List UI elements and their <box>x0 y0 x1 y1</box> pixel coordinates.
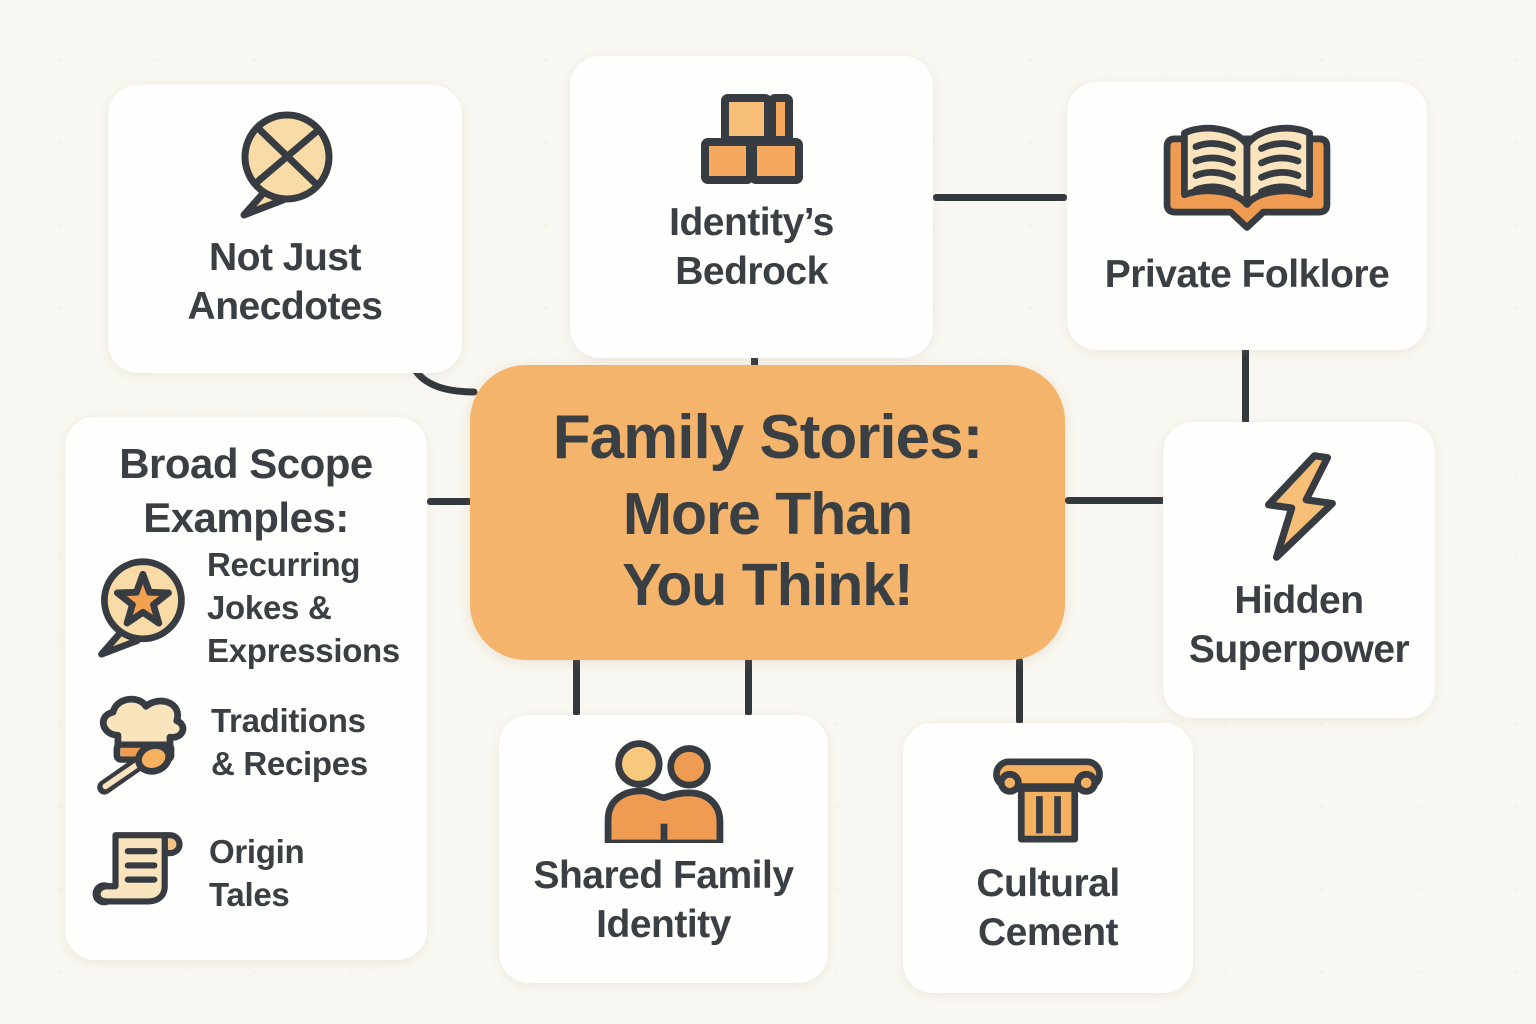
connector-folklore-superpower <box>1242 320 1249 424</box>
two-people-icon <box>604 740 723 843</box>
connector-bedrock-folklore <box>933 194 1067 201</box>
node-shared-family-identity: Shared Family Identity <box>499 715 828 983</box>
connector-center-superpower <box>1065 497 1165 504</box>
crossed-speech-bubble-icon <box>240 111 333 219</box>
pillar-icon <box>993 758 1103 843</box>
connector-center-shared-left <box>573 658 580 716</box>
node-label: Not Just Anecdotes <box>187 236 383 328</box>
examples-heading: Broad Scope Examples: <box>119 440 373 541</box>
connector-examples-center <box>427 498 472 505</box>
central-topic: Family Stories: More Than You Think! <box>470 365 1065 660</box>
lightning-bolt-icon <box>1264 452 1336 561</box>
central-topic-text: Family Stories: More Than You Think! <box>470 365 1065 621</box>
node-identitys-bedrock: Identity’s Bedrock <box>570 56 933 358</box>
building-blocks-icon <box>700 94 803 184</box>
node-cultural-cement: Cultural Cement <box>903 723 1193 993</box>
connector-center-cement <box>1016 658 1023 724</box>
list-item-recurring-jokes: Recurring Jokes & Expressions <box>89 543 400 672</box>
node-label: Hidden Superpower <box>1188 579 1410 671</box>
node-broad-scope-examples: Broad Scope Examples: Recurring Jokes & … <box>65 417 427 960</box>
central-line-2: More Than <box>622 481 913 547</box>
node-label: Identity’s Bedrock <box>669 201 834 293</box>
node-private-folklore: Private Folklore <box>1067 82 1427 350</box>
node-label: Shared Family Identity <box>533 854 794 946</box>
node-not-just-anecdotes: Not Just Anecdotes <box>108 85 462 373</box>
central-line-3: You Think! <box>622 552 913 618</box>
list-item-traditions-recipes: Traditions & Recipes <box>89 685 368 799</box>
chef-hat-icon <box>97 695 187 795</box>
list-item-label: Recurring Jokes & Expressions <box>207 546 400 669</box>
list-item-origin-tales: Origin Tales <box>89 825 305 921</box>
scroll-icon <box>92 832 183 906</box>
list-item-label: Traditions & Recipes <box>211 702 368 782</box>
node-label: Cultural Cement <box>976 862 1120 954</box>
node-label: Private Folklore <box>1104 253 1390 296</box>
list-item-label: Origin Tales <box>209 833 305 913</box>
node-hidden-superpower: Hidden Superpower <box>1163 422 1435 718</box>
connector-center-shared-right <box>745 658 752 716</box>
star-speech-bubble-icon <box>98 557 185 658</box>
central-line-1: Family Stories: <box>552 403 983 472</box>
open-book-icon <box>1163 124 1331 231</box>
